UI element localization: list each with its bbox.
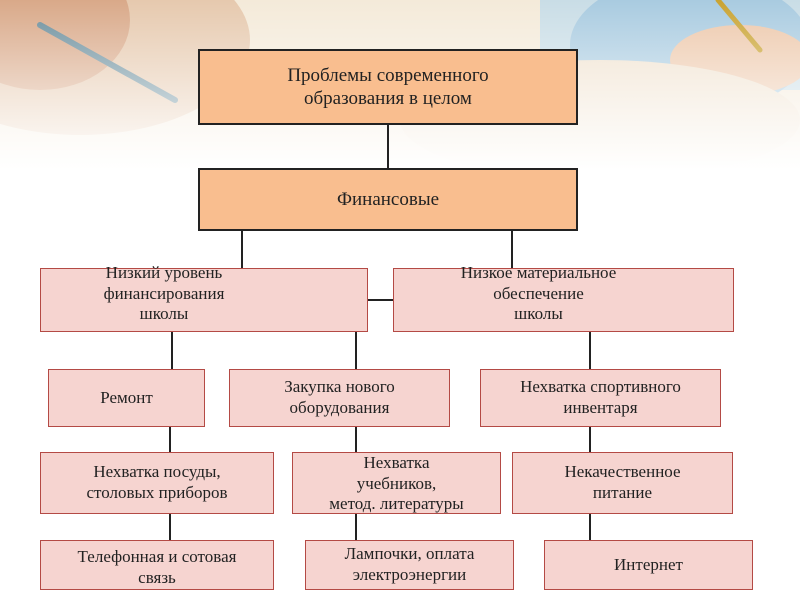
level1-label-funding: Низкий уровень финансирования школы bbox=[103, 263, 225, 324]
leaf-label-equipment: Закупка нового оборудования bbox=[284, 377, 395, 417]
leaf-box-electricity: Лампочки, оплата электроэнергии bbox=[305, 540, 514, 590]
leaf-box-remont: Ремонт bbox=[48, 369, 205, 427]
leaf-label-remont: Ремонт bbox=[100, 387, 153, 407]
leaf-label-sport: Нехватка спортивного инвентаря bbox=[520, 377, 681, 417]
leaf-label-textbooks: Нехватка учебников, метод. литературы bbox=[329, 452, 464, 514]
root-box: Проблемы современного образования в цело… bbox=[198, 49, 578, 125]
level1-box-material: Низкое материальное обеспечение школы bbox=[393, 263, 734, 332]
leaf-box-dishes: Нехватка посуды, столовых приборов bbox=[40, 452, 274, 514]
leaf-label-food: Некачественное питание bbox=[564, 462, 681, 502]
root-label: Проблемы современного образования в цело… bbox=[287, 64, 489, 109]
leaf-box-sport: Нехватка спортивного инвентаря bbox=[480, 369, 721, 427]
level1-label-material: Низкое материальное обеспечение школы bbox=[460, 263, 617, 324]
leaf-label-electricity: Лампочки, оплата электроэнергии bbox=[344, 544, 475, 584]
category-box: Финансовые bbox=[198, 168, 578, 231]
background-photo bbox=[0, 0, 800, 170]
leaf-label-dishes: Нехватка посуды, столовых приборов bbox=[86, 462, 228, 502]
leaf-box-food: Некачественное питание bbox=[512, 452, 733, 514]
level1-box-funding: Низкий уровень финансирования школы bbox=[40, 263, 368, 332]
leaf-box-phone: Телефонная и сотовая связь bbox=[40, 540, 274, 590]
leaf-box-equipment: Закупка нового оборудования bbox=[229, 369, 450, 427]
leaf-box-internet: Интернет bbox=[544, 540, 753, 590]
leaf-label-internet: Интернет bbox=[614, 554, 683, 574]
category-label: Финансовые bbox=[336, 188, 440, 210]
leaf-box-textbooks: Нехватка учебников, метод. литературы bbox=[292, 452, 501, 514]
leaf-label-phone: Телефонная и сотовая связь bbox=[77, 547, 237, 587]
